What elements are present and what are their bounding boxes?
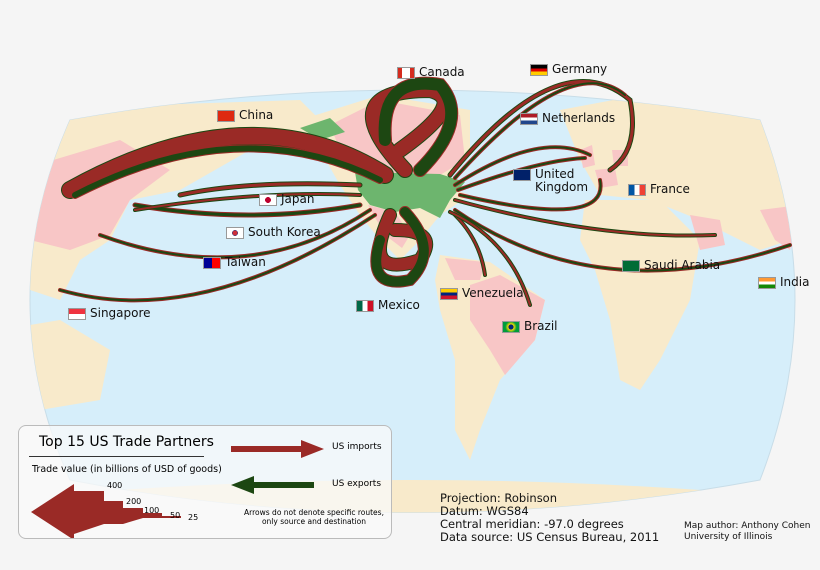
partner-name: Germany [552,62,608,76]
partner-label-saudi-arabia: Saudi Arabia [622,259,720,272]
uk-flag-icon [513,169,531,181]
legend-imports-label: US imports [332,442,382,452]
mexico-export-arrow [371,207,429,287]
canada-export-arrow [378,77,458,176]
japan-export-arrow [133,203,362,217]
scale-tick-25: 25 [188,513,199,522]
netherlands-export-arrow [454,146,591,186]
land-europe [560,95,795,250]
partner-label-brazil: Brazil [502,320,558,333]
scale-tick-50: 50 [170,511,181,520]
partner-label-venezuela: Venezuela [440,287,524,300]
source-note: Data source: US Census Bureau, 2011 [440,530,660,544]
partner-name: Saudi Arabia [644,258,721,272]
import-arrow-icon [231,440,324,458]
land-australia [30,320,110,410]
author-affiliation: University of Illinois [684,532,773,542]
partner-name: Netherlands [542,111,616,125]
scale-tick-200: 200 [126,497,142,506]
partner-label-united-kingdom: United Kingdom [513,167,589,194]
legend-scale-caption: Trade value (in billions of USD of goods… [32,464,222,475]
partner-label-netherlands: Netherlands [520,112,615,125]
legend-note: Arrows do not denote specific routes, on… [244,508,384,526]
trade-arrows [58,76,792,307]
partner-label-canada: Canada [397,66,465,79]
partner-label-mexico: Mexico [356,299,420,312]
land-saudi-arabia [690,215,725,250]
datum-note: Datum: WGS84 [440,504,529,518]
partner-label-china: China [217,109,273,122]
partner-name: India [780,275,810,289]
partner-name: South Korea [248,225,321,239]
land-africa [580,200,700,390]
partner-name: Venezuela [462,286,524,300]
scale-tick-400: 400 [107,481,123,490]
partner-label-singapore: Singapore [68,307,151,320]
partner-name: Japan [281,192,315,206]
partner-label-france: France [628,183,690,196]
legend-title: Top 15 US Trade Partners [39,434,214,450]
germany-flag-icon [530,64,548,76]
partner-label-south-korea: South Korea [226,226,321,239]
south-korea-flag-icon [226,227,244,239]
mexico-flag-icon [356,300,374,312]
france-flag-icon [628,184,646,196]
map-notes: Projection: Robinson Datum: WGS84 Centra… [440,492,659,544]
partner-label-japan: Japan [259,193,314,206]
scale-arrow-icon [31,484,181,538]
uk-export-arrow [457,157,586,191]
venezuela-flag-icon [440,288,458,300]
projection-note: Projection: Robinson [440,491,558,505]
korea-import-arrow [134,193,361,211]
scale-tick-100: 100 [144,506,160,515]
partner-name: United Kingdom [535,167,589,194]
legend-exports-label: US exports [332,479,382,489]
taiwan-flag-icon [203,257,221,269]
legend-divider [29,456,204,457]
partner-name: France [650,182,690,196]
partner-name: Brazil [524,319,558,333]
partner-label-india: India [758,276,809,289]
netherlands-flag-icon [520,113,538,125]
india-flag-icon [758,277,776,289]
legend: Top 15 US Trade Partners Trade value (in… [18,425,392,539]
venezuela-import-arrow [454,214,486,276]
singapore-export-arrow [59,214,376,302]
brazil-flag-icon [502,321,520,333]
map-author: Map author: Anthony Cohen University of … [684,521,810,543]
canada-flag-icon [397,67,415,79]
land-venezuela [445,258,485,280]
brazil-export-arrow [449,211,531,306]
japan-flag-icon [259,194,277,206]
china-export-arrow [72,145,383,198]
partner-name: Canada [419,65,465,79]
partner-name: Singapore [90,306,151,320]
partner-label-taiwan: Taiwan [203,256,266,269]
china-import-arrow [62,127,393,198]
author-name: Map author: Anthony Cohen [684,521,811,531]
saudi-import-arrow [454,199,716,237]
legend-graphics [31,440,324,538]
meridian-note: Central meridian: -97.0 degrees [440,517,624,531]
taiwan-export-arrow [99,209,371,259]
japan-import-arrow [178,182,362,197]
partner-label-germany: Germany [530,63,607,76]
germany-export-arrow [454,82,626,179]
saudi-arabia-flag-icon [622,260,640,272]
partner-name: China [239,108,274,122]
france-export-arrow [459,179,602,211]
partner-name: Taiwan [225,255,266,269]
china-flag-icon [217,110,235,122]
export-arrow-icon [231,476,314,494]
singapore-flag-icon [68,308,86,320]
india-export-arrow [454,209,791,272]
partner-name: Mexico [378,298,420,312]
